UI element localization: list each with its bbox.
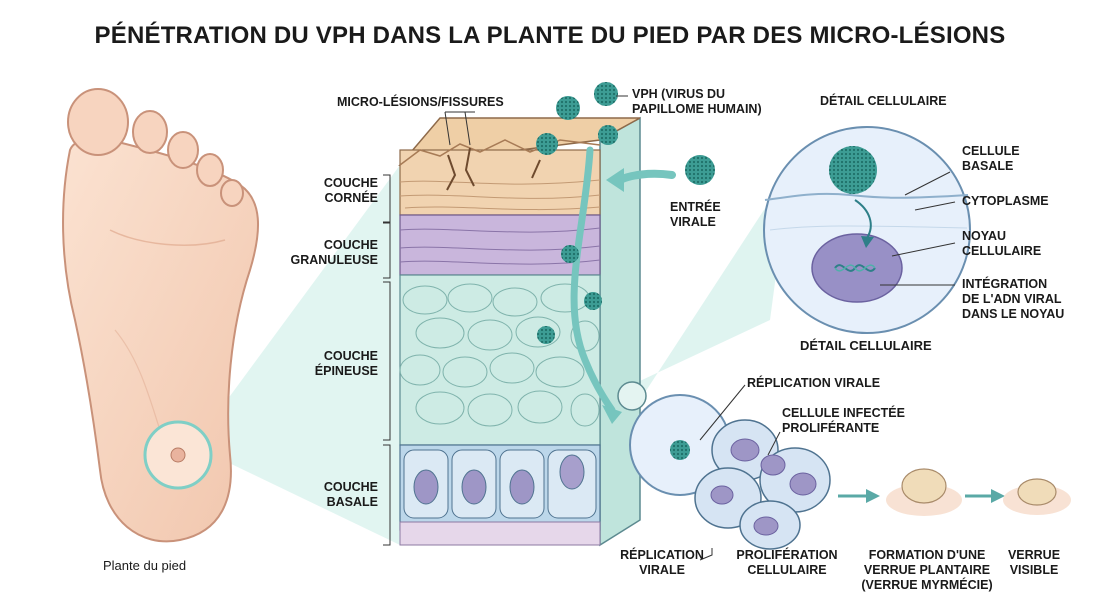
label-proliferation-cellulaire: PROLIFÉRATION CELLULAIRE	[728, 548, 846, 578]
label-cellule-basale: CELLULE BASALE	[962, 144, 1020, 174]
viral-path-arrowhead	[602, 405, 622, 424]
label-vph-line2: PAPILLOME HUMAIN)	[632, 102, 762, 116]
virus-particle-large	[829, 146, 877, 194]
virus-particle	[537, 326, 555, 344]
label-couche-cornee: COUCHE CORNÉE	[290, 176, 378, 206]
label-verrue-line2: VISIBLE	[1009, 563, 1059, 577]
layer-granular	[399, 214, 601, 276]
label-formation-verrue: FORMATION D'UNE VERRUE PLANTAIRE (VERRUE…	[858, 548, 996, 593]
label-entree-virale: ENTRÉE VIRALE	[670, 200, 721, 230]
label-couche-basale: COUCHE BASALE	[290, 480, 378, 510]
label-infectee-line2: PROLIFÉRANTE	[782, 421, 880, 435]
label-cellule-infectee: CELLULE INFECTÉE PROLIFÉRANTE	[782, 406, 905, 436]
visible-wart	[1017, 478, 1057, 506]
label-entree-line1: ENTRÉE	[670, 200, 721, 214]
layer-spinous	[399, 274, 601, 446]
label-micro-lesions: MICRO-LÉSIONS/FISSURES	[337, 95, 504, 109]
label-couche-granuleuse: COUCHE GRANULEUSE	[275, 238, 378, 268]
viral-path-arrow	[570, 146, 616, 414]
label-cellule-basale-line2: BASALE	[962, 159, 1014, 173]
label-noyau-line2: CELLULAIRE	[962, 244, 1042, 258]
leader-lines	[383, 95, 956, 561]
virus-particle	[598, 125, 618, 145]
label-formation-line1: FORMATION D'UNE	[868, 548, 986, 562]
label-replication-virale-bottom: RÉPLICATION VIRALE	[612, 548, 712, 578]
entry-arrow	[616, 169, 676, 184]
label-integration-adn: INTÉGRATION DE L'ADN VIRAL DANS LE NOYAU	[962, 277, 1064, 322]
page-title: PÉNÉTRATION DU VPH DANS LA PLANTE DU PIE…	[94, 22, 1006, 49]
progression-arrowhead	[991, 489, 1005, 503]
virus-particle	[561, 245, 579, 263]
label-cellule-basale-line1: CELLULE	[962, 144, 1020, 158]
label-proliferation-line1: PROLIFÉRATION	[736, 548, 838, 562]
label-cornee-line2: CORNÉE	[324, 191, 378, 205]
fissure-mark	[531, 159, 541, 179]
virus-particle	[594, 82, 618, 106]
fissure-mark	[464, 147, 475, 187]
label-vph-line1: VPH (VIRUS DU	[632, 87, 726, 101]
block-magnifier-ring	[617, 381, 647, 411]
progression-arrowhead	[866, 489, 880, 503]
fissure-mark	[446, 154, 457, 191]
label-replication-virale-top: RÉPLICATION VIRALE	[747, 376, 881, 390]
foot-caption: Plante du pied	[103, 558, 187, 573]
entry-arrowhead	[606, 168, 624, 192]
plantar-wart-forming	[901, 468, 947, 504]
virus-particle	[536, 133, 558, 155]
label-replication-b-line2: VIRALE	[639, 563, 685, 577]
label-entree-line2: VIRALE	[670, 215, 716, 229]
viral-dna-strand	[834, 264, 876, 272]
label-verrue-visible: VERRUE VISIBLE	[1000, 548, 1068, 578]
label-epineuse-line2: ÉPINEUSE	[314, 364, 378, 378]
label-cornee-line1: COUCHE	[323, 176, 378, 190]
label-integration-line1: INTÉGRATION	[962, 277, 1048, 291]
virus-particle	[670, 440, 690, 460]
label-noyau-cellulaire: NOYAU CELLULAIRE	[962, 229, 1041, 259]
label-cytoplasme: CYTOPLASME	[962, 194, 1049, 208]
label-formation-line2: VERRUE PLANTAIRE	[863, 563, 991, 577]
heel-wart-spot	[170, 447, 186, 463]
label-granuleuse-line2: GRANULEUSE	[290, 253, 378, 267]
cell-nucleus	[811, 233, 903, 303]
label-couche-epineuse: COUCHE ÉPINEUSE	[290, 349, 378, 379]
label-infectee-line1: CELLULE INFECTÉE	[782, 406, 905, 420]
label-integration-line2: DE L'ADN VIRAL	[962, 292, 1062, 306]
label-noyau-line1: NOYAU	[962, 229, 1006, 243]
label-basale-line1: COUCHE	[323, 480, 378, 494]
label-basale-line2: BASALE	[326, 495, 378, 509]
virus-particle	[556, 96, 580, 120]
label-proliferation-line2: CELLULAIRE	[747, 563, 827, 577]
skin-block	[398, 116, 641, 547]
magnifier-beam-cell	[610, 170, 790, 400]
label-epineuse-line1: COUCHE	[323, 349, 378, 363]
virus-particle	[584, 292, 602, 310]
cell-detail-circle	[763, 126, 971, 334]
label-verrue-line1: VERRUE	[1007, 548, 1061, 562]
label-detail-cellulaire-bottom: DÉTAIL CELLULAIRE	[800, 338, 932, 353]
label-detail-cellulaire-top: DÉTAIL CELLULAIRE	[820, 94, 947, 108]
virus-particle	[685, 155, 715, 185]
label-vph: VPH (VIRUS DU PAPILLOME HUMAIN)	[632, 87, 762, 117]
label-granuleuse-line1: COUCHE	[323, 238, 378, 252]
label-replication-b-line1: RÉPLICATION	[620, 548, 704, 562]
label-formation-line3: (VERRUE MYRMÉCIE)	[861, 578, 993, 592]
label-integration-line3: DANS LE NOYAU	[962, 307, 1065, 321]
